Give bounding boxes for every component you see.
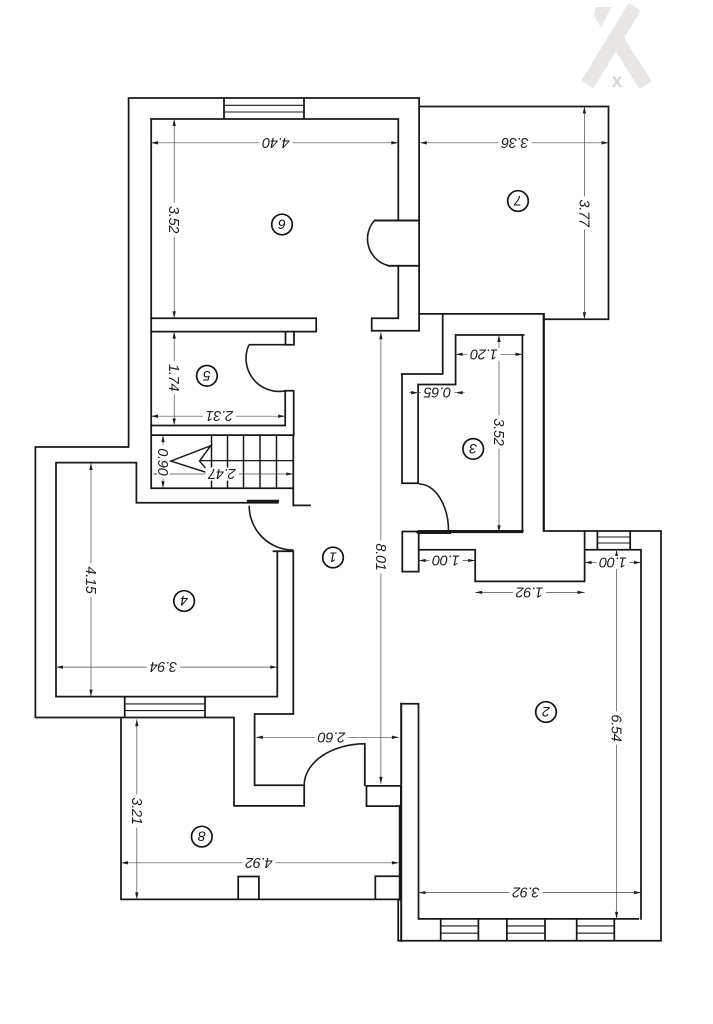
svg-text:0.90: 0.90 — [154, 448, 170, 475]
svg-text:3.94: 3.94 — [150, 658, 177, 674]
svg-text:2.31: 2.31 — [206, 407, 234, 423]
svg-text:3.52: 3.52 — [490, 418, 506, 445]
svg-text:x: x — [612, 71, 623, 92]
svg-text:5: 5 — [203, 368, 211, 384]
svg-text:2.60: 2.60 — [318, 728, 346, 744]
svg-text:4.40: 4.40 — [262, 134, 289, 150]
svg-text:0.65: 0.65 — [423, 384, 451, 400]
svg-text:4: 4 — [180, 593, 188, 609]
svg-text:1.74: 1.74 — [165, 364, 181, 391]
svg-text:1: 1 — [329, 550, 337, 566]
svg-text:2: 2 — [542, 704, 551, 720]
svg-text:2.47: 2.47 — [207, 465, 236, 481]
svg-text:1.20: 1.20 — [470, 345, 497, 361]
svg-text:4.15: 4.15 — [82, 566, 98, 594]
svg-text:3.21: 3.21 — [128, 797, 144, 824]
svg-text:3.92: 3.92 — [512, 884, 539, 900]
svg-text:1.00: 1.00 — [599, 554, 626, 570]
svg-text:3: 3 — [469, 441, 477, 457]
svg-text:3.52: 3.52 — [165, 206, 181, 233]
svg-text:4.92: 4.92 — [245, 854, 272, 870]
svg-text:8: 8 — [198, 829, 206, 845]
svg-text:1.00: 1.00 — [432, 552, 459, 568]
svg-text:7: 7 — [513, 193, 522, 209]
svg-text:3.36: 3.36 — [500, 134, 528, 150]
svg-text:1.92: 1.92 — [516, 583, 543, 599]
svg-text:6.54: 6.54 — [608, 714, 624, 741]
svg-text:8.01: 8.01 — [372, 543, 388, 570]
svg-text:6: 6 — [278, 217, 286, 233]
svg-text:3.77: 3.77 — [575, 199, 591, 227]
